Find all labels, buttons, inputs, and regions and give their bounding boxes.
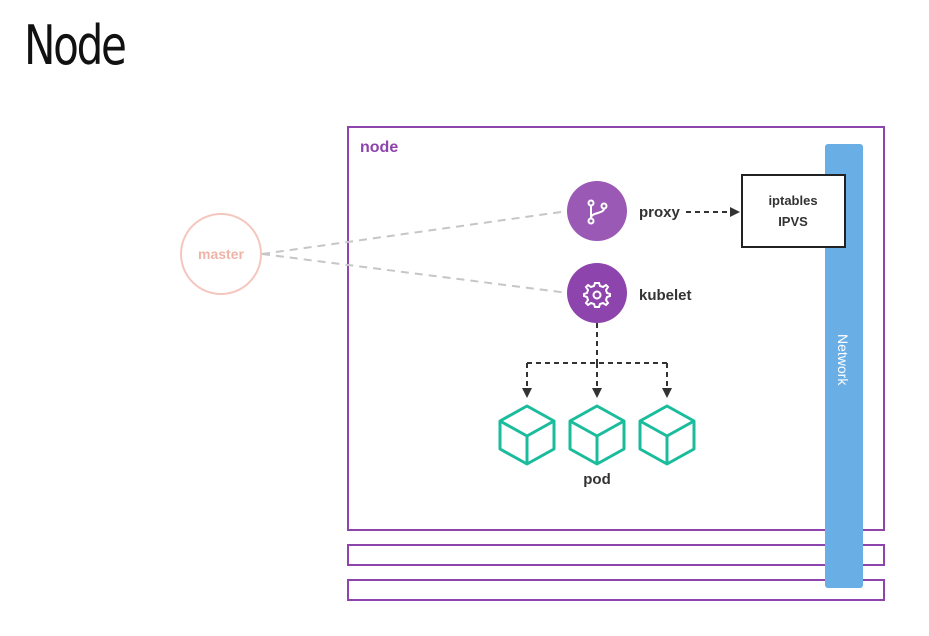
page-title: Node bbox=[24, 14, 127, 77]
node-frame-stacked-3 bbox=[347, 579, 885, 601]
cube-icon bbox=[638, 404, 696, 466]
master-to-kubelet-line bbox=[261, 253, 569, 294]
iptables-label: iptables bbox=[768, 193, 817, 208]
cube-icon bbox=[568, 404, 626, 466]
pod-label: pod bbox=[583, 471, 611, 488]
iptables-box bbox=[741, 174, 846, 248]
kubelet-to-pods-arrows bbox=[522, 323, 672, 398]
gear-icon bbox=[583, 282, 611, 308]
cube-icon bbox=[498, 404, 556, 466]
network-bar bbox=[825, 144, 863, 588]
ipvs-label: IPVS bbox=[778, 214, 808, 229]
master-label: master bbox=[198, 246, 244, 262]
master-node bbox=[180, 213, 262, 295]
kubelet-circle bbox=[567, 263, 627, 323]
git-branch-icon bbox=[587, 199, 608, 225]
kubelet-label: kubelet bbox=[639, 287, 692, 304]
node-frame bbox=[347, 126, 885, 531]
proxy-label: proxy bbox=[639, 204, 681, 221]
node-frame-stacked-2 bbox=[347, 544, 885, 566]
proxy-circle bbox=[567, 181, 627, 241]
master-to-proxy-line bbox=[261, 210, 569, 255]
node-label: node bbox=[360, 139, 398, 156]
network-label: Network bbox=[835, 334, 851, 386]
